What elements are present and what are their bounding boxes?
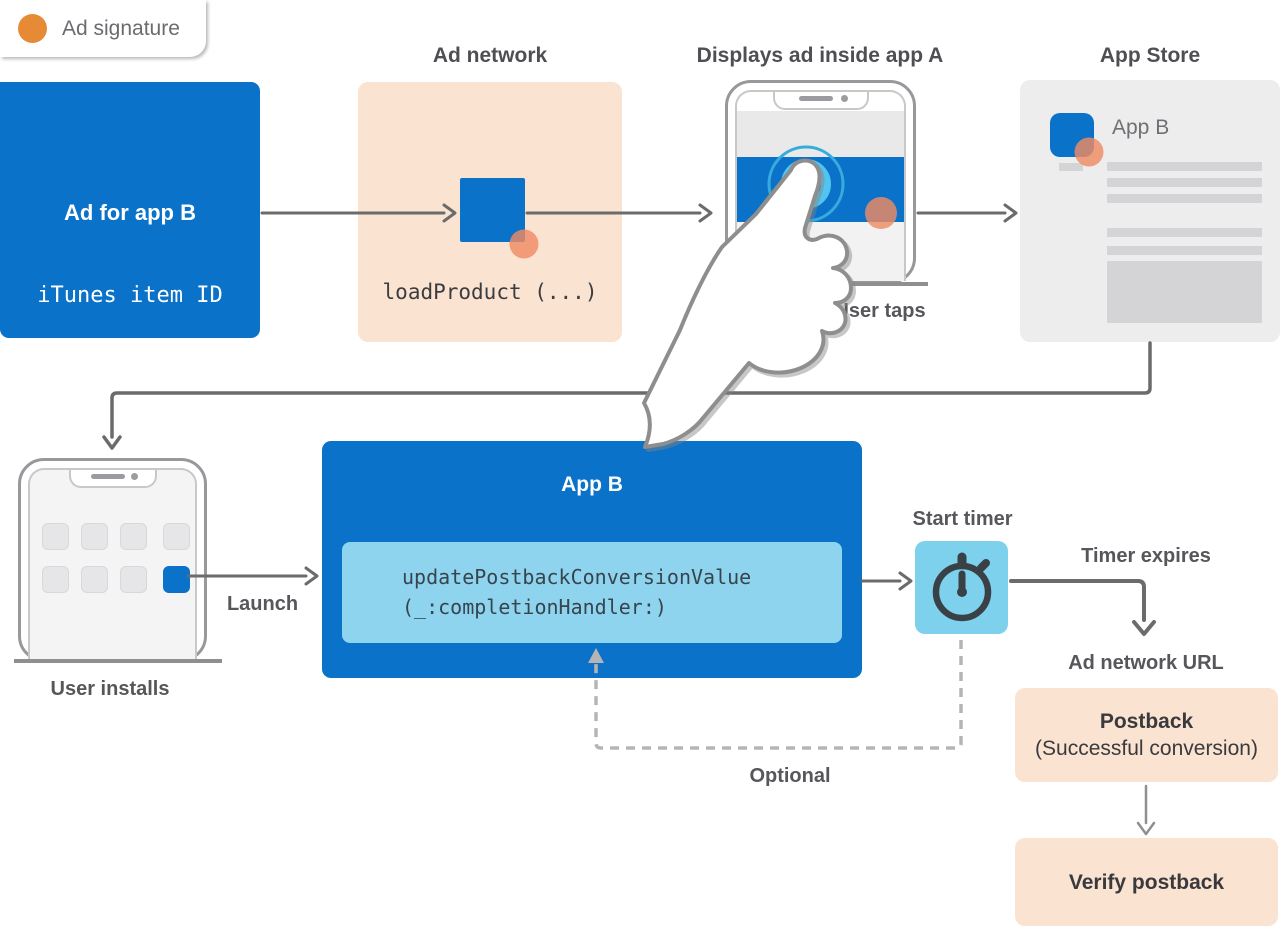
store-app-name: App B (1112, 116, 1170, 139)
home-app-icon (81, 523, 108, 550)
home-app-icon (42, 523, 69, 550)
stopwatch-icon (932, 552, 992, 622)
speaker-slot-icon (798, 96, 833, 101)
speaker-slot-icon (90, 474, 125, 479)
camera-dot-icon (840, 95, 848, 102)
ad-for-app-b-title: Ad for app B (64, 200, 196, 225)
arrow-appb-to-timer (860, 571, 913, 591)
label-optional: Optional (749, 765, 831, 787)
home-app-icon (81, 566, 108, 593)
app-b-title: App B (561, 473, 623, 496)
postback-subtitle: (Successful conversion) (1035, 737, 1258, 760)
code-line-2: (_:completionHandler:) (402, 595, 667, 619)
store-placeholder-line (1107, 246, 1262, 255)
label-user-installs: User installs (50, 678, 170, 700)
header-display-ad: Displays ad inside app A (696, 44, 944, 67)
app-b-icon (1050, 113, 1094, 157)
label-user-taps: User taps (834, 300, 926, 322)
phone-a-screen (735, 90, 906, 281)
phone-a-lower-strip (737, 222, 904, 281)
node-ad-network: loadProduct (...) (358, 82, 622, 342)
home-app-icon (42, 566, 69, 593)
phone-b-screen (28, 468, 197, 659)
store-screenshot-placeholder (1107, 261, 1262, 323)
postback-title: Postback (1099, 710, 1194, 733)
header-app-store: App Store (1099, 44, 1201, 67)
store-placeholder-bar (1059, 163, 1083, 171)
node-verify-postback: Verify postback (1015, 838, 1278, 926)
store-placeholder-line (1107, 228, 1262, 237)
phone-user-installs (18, 458, 207, 662)
ad-signature-dot-icon (18, 14, 47, 43)
phone-a-content-strip (737, 111, 904, 157)
arrow-timer-expires (1009, 579, 1156, 636)
home-app-icon (120, 523, 147, 550)
arrow-store-to-install (102, 341, 1152, 450)
store-placeholder-line (1107, 194, 1262, 203)
node-start-timer (915, 541, 1008, 634)
itunes-item-id-label: iTunes item ID (37, 283, 223, 308)
app-b-installed-icon (163, 566, 190, 593)
legend: Ad signature (0, 0, 206, 57)
load-product-label: loadProduct (...) (382, 280, 598, 304)
label-start-timer: Start timer (912, 508, 1013, 530)
node-app-store: App B (1020, 80, 1280, 342)
home-app-icon (163, 523, 190, 550)
node-app-b: App B updatePostbackConversionValue (_:c… (322, 441, 862, 678)
phone-app-a (725, 80, 916, 284)
code-line-1: updatePostbackConversionValue (402, 565, 752, 589)
label-launch: Launch (226, 593, 299, 615)
verify-postback-title: Verify postback (1068, 870, 1225, 894)
camera-dot-icon (130, 473, 138, 480)
arrow-launch (186, 566, 319, 586)
legend-label: Ad signature (62, 16, 180, 40)
phone-b-notch (68, 470, 157, 488)
store-placeholder-line (1107, 178, 1262, 187)
phone-a-notch (772, 92, 869, 110)
node-postback: Postback (Successful conversion) (1015, 688, 1278, 782)
app-b-code-box: updatePostbackConversionValue (_:complet… (342, 542, 842, 643)
arrow-postback-to-verify (1136, 784, 1156, 836)
home-app-icon (120, 566, 147, 593)
label-timer-expires: Timer expires (1081, 545, 1211, 567)
label-ad-network-url: Ad network URL (1068, 652, 1224, 674)
store-placeholder-line (1107, 162, 1262, 171)
header-ad-network: Ad network (432, 44, 548, 67)
arrow-phone-to-store (916, 203, 1018, 223)
ad-banner (737, 157, 904, 222)
node-ad-for-app-b: Ad for app B iTunes item ID (0, 82, 260, 338)
